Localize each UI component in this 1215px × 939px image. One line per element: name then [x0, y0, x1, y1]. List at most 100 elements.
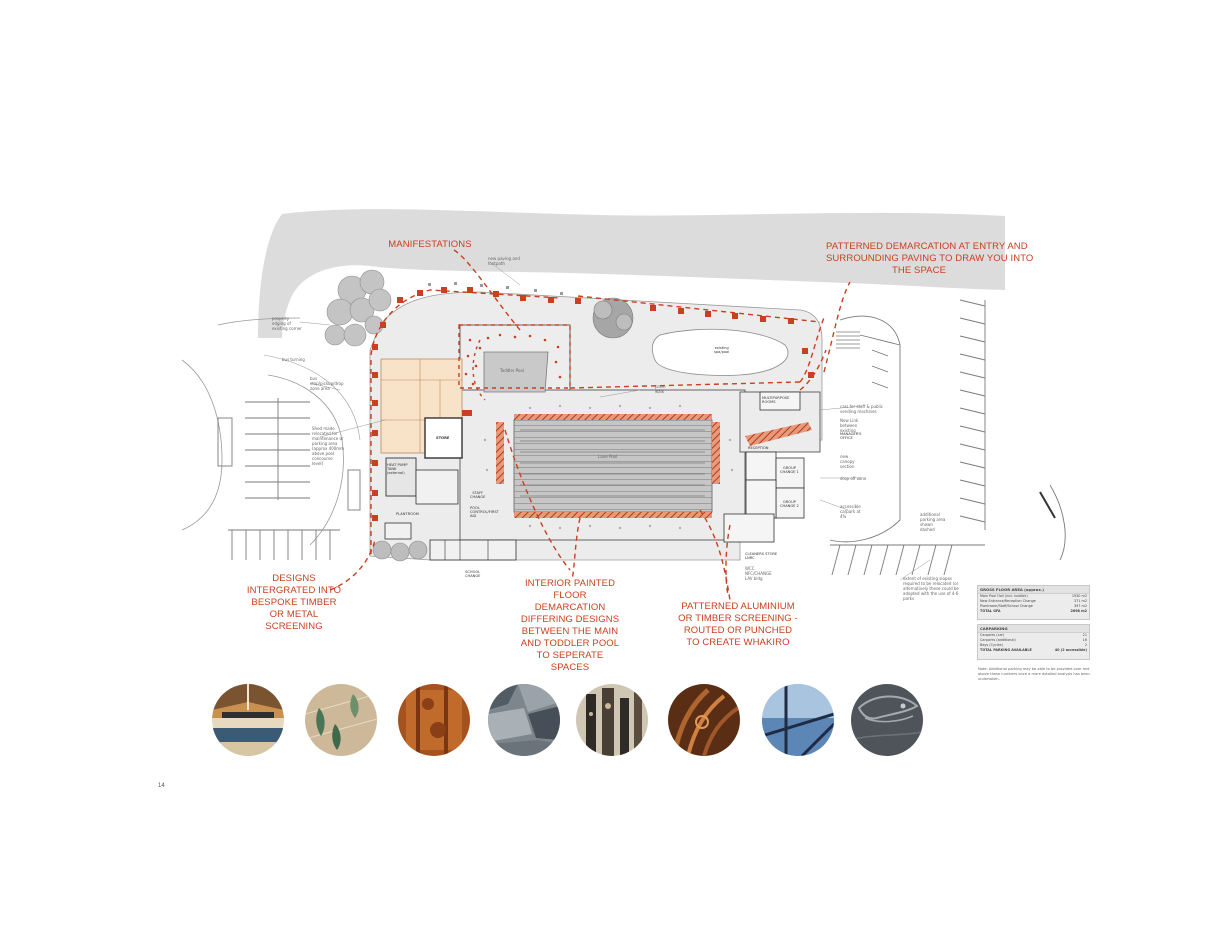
table-row: Carparks (additional) 16	[978, 638, 1089, 643]
note-line: stop/pickup/drop	[310, 381, 344, 386]
plantroom-label: PLANTROOM	[396, 512, 419, 516]
note-line: parking area	[312, 441, 338, 446]
swatch-carved-timber	[668, 684, 740, 756]
table-cell: TOTAL GFA	[980, 609, 1001, 613]
annotation-line: SURROUNDING PAVING TO DRAW YOU INTO	[826, 253, 1034, 264]
annotation-aluminium-screening: PATTERNED ALUMINIUM OR TIMBER SCREENING …	[676, 601, 800, 649]
note-line: above pool	[312, 451, 335, 456]
carved-timber-image	[668, 684, 740, 756]
table-cell: Bays (Cycles)	[980, 643, 1003, 647]
label-line: CLEANERS STORE	[745, 552, 778, 556]
annotation-line: PATTERNED DEMARCATION AT ENTRY AND	[826, 241, 1028, 252]
label-line: GROUP	[782, 466, 796, 470]
label-line: STAFF	[472, 491, 484, 495]
note-line: existing corner	[272, 326, 302, 331]
table-title: CARPARKING	[978, 625, 1089, 633]
floor-dots	[464, 333, 562, 386]
tree-central	[592, 297, 634, 339]
label-line: MANAGER'S	[840, 432, 862, 436]
note-line: New Link	[840, 418, 859, 423]
label-line: MULTIPURPOSE	[762, 396, 790, 400]
note-line: accessible	[840, 504, 861, 509]
east-rooms	[723, 391, 805, 543]
heat-pump-tank	[385, 457, 417, 497]
table-cell: Plantroom/Staff/School Change	[980, 604, 1033, 608]
lane-pool-label: Lane Pool	[598, 454, 618, 459]
swatch-leaf-pattern-wall	[305, 684, 377, 756]
table-cell: 16	[1082, 638, 1087, 642]
annotation-line: DESIGNS	[272, 573, 316, 584]
label-line: CHANGE	[470, 495, 486, 499]
table-row: TOTAL PARKING AVAILABLE 40 (2 accessible)	[978, 648, 1089, 653]
annotation-line: ROUTED OR PUNCHED	[683, 625, 793, 636]
label-line: AID	[470, 514, 477, 518]
annotation-line: AND TODDLER POOL	[520, 638, 620, 649]
table-cell: 397 m2	[1073, 604, 1087, 608]
gross-floor-area-table: GROSS FLOOR AREA (approx.) Main Pool Hal…	[977, 585, 1090, 620]
note-line: Shed made	[312, 426, 335, 431]
annotation-line: TO SEPERATE	[536, 650, 604, 661]
west-parking	[217, 398, 361, 511]
note-new-paving: new paving and footpath	[488, 256, 520, 266]
table-row: Carparks (car)21	[978, 633, 1089, 638]
note-line: WCC	[745, 566, 755, 571]
label-line: SCHOOL	[465, 570, 481, 574]
table-cell: 40 (2 accessible)	[1054, 648, 1087, 652]
east-carpark	[829, 299, 1066, 576]
label-line: CONTROL/FIRST	[470, 510, 499, 514]
table-cell: TOTAL PARKING AVAILABLE	[980, 648, 1032, 652]
note-line: new	[840, 454, 849, 459]
annotation-line: MANIFESTATIONS	[388, 239, 472, 250]
annotation-line: DIFFERING DESIGNS	[520, 614, 620, 625]
note-line: parking area	[920, 517, 946, 522]
note-wc: WCC NFC/CHANGE LAV bldg	[745, 566, 772, 581]
group-change-1-label: GROUP CHANGE 1	[780, 466, 799, 474]
entry-steps	[836, 331, 860, 349]
table-cell: Carparks (car)	[980, 633, 1005, 637]
swatch-paving-pattern	[488, 684, 560, 756]
annotation-line: PATTERNED ALUMINIUM	[681, 601, 795, 612]
annotation-line: BETWEEN THE MAIN	[521, 626, 619, 637]
heat-pump-label: HEAT PUMP TANK (external)	[387, 463, 408, 475]
annotation-designs-screening: DESIGNS INTERGRATED INTO BESPOKE TIMBER …	[244, 573, 344, 633]
label-line: CHANGE 2	[780, 504, 799, 508]
note-line: relocated for	[312, 431, 338, 436]
note-bus-stop: bus stop/pickup/drop zone area	[310, 376, 344, 391]
note-line: vending machines	[840, 409, 877, 414]
perforated-copper-image	[398, 684, 470, 756]
annotation-line: BESPOKE TIMBER	[251, 597, 337, 608]
note-line: walk	[655, 389, 665, 394]
annotation-line: DEMARCATION	[534, 602, 606, 613]
tree-cluster-west	[324, 269, 392, 347]
note-line: alternatively these could be	[903, 586, 959, 591]
label-line: OFFICE	[840, 436, 853, 440]
staff-change-label: STAFF CHANGE	[470, 491, 485, 499]
swatch-ceiling-panels	[212, 684, 284, 756]
table-cell: Carparks (additional)	[980, 638, 1016, 642]
annotation-manifestations: MANIFESTATIONS	[385, 239, 475, 251]
annotation-line: SPACES	[550, 662, 590, 673]
heat-pump-line: HEAT PUMP	[387, 463, 408, 467]
carved-posts-image	[576, 684, 648, 756]
store-label: STORE	[436, 436, 450, 440]
note-line: concourse	[312, 456, 333, 461]
note-line: canopy	[840, 459, 855, 464]
managers-office-label: MANAGER'S OFFICE	[840, 432, 861, 440]
annotation-line: FLOOR	[553, 590, 587, 601]
note-canopy: new canopy section	[840, 454, 855, 469]
carparking-table: CARPARKING Carparks (car)21 Carparks (ad…	[977, 624, 1090, 660]
ceiling-panels-image	[212, 684, 284, 756]
heat-pump-line: (external)	[387, 471, 405, 475]
page-number: 14	[158, 783, 165, 789]
lane-pool	[513, 419, 713, 513]
note-line: maintenance or	[312, 436, 344, 441]
store-room	[424, 417, 463, 459]
annotation-entry-demarcation: PATTERNED DEMARCATION AT ENTRY AND SURRO…	[826, 241, 1034, 277]
note-line: bus	[310, 376, 318, 381]
label-line: existing	[714, 346, 729, 350]
note-line: NFC/CHANGE	[745, 571, 772, 576]
heat-pump-line: TANK	[387, 467, 397, 471]
annotation-interior-floor: INTERIOR PAINTED FLOOR DEMARCATION DIFFE…	[518, 578, 622, 674]
note-line: dashed	[920, 527, 935, 532]
